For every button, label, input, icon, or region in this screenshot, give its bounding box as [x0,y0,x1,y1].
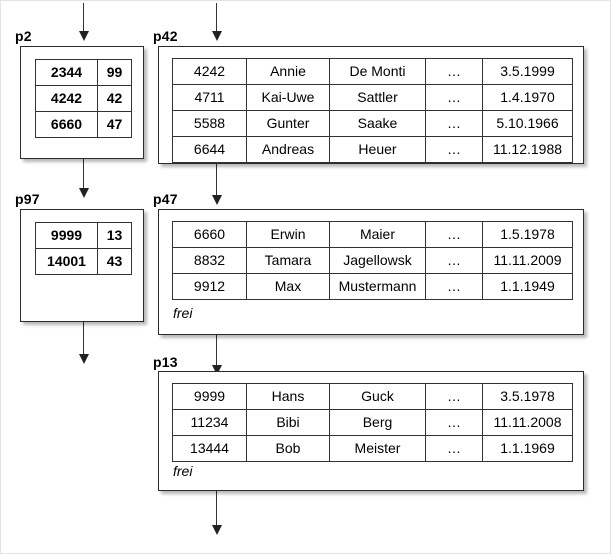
cell-firstname: Erwin [246,221,330,248]
table-row[interactable]: 4242 42 [35,85,132,112]
node-p2[interactable]: 2344 99 4242 42 6660 47 [20,46,144,159]
cell-date: 1.5.1978 [482,221,573,248]
cell-lastname: Meister [329,435,426,462]
table-p97: 9999 13 14001 43 [35,222,132,275]
arrow-p47-to-p13 [211,334,222,375]
node-label-p47: p47 [153,191,178,207]
cell-key: 2344 [35,59,98,86]
cell-date: 1.4.1970 [482,84,573,111]
cell-id: 11234 [172,409,247,436]
table-row[interactable]: 8832 Tamara Jagellowsk … 11.11.2009 [172,247,573,274]
cell-pointer: 43 [97,248,132,275]
cell-ellipsis: … [425,58,483,85]
cell-pointer: 47 [97,111,132,138]
cell-id: 9999 [172,383,247,410]
table-row[interactable]: 9999 13 [35,222,132,249]
cell-firstname: Gunter [246,110,330,137]
table-p47: 6660 Erwin Maier … 1.5.1978 8832 Tamara … [172,221,573,300]
cell-key: 14001 [35,248,98,275]
cell-ellipsis: … [425,221,483,248]
cell-pointer: 13 [97,222,132,249]
cell-firstname: Max [246,273,330,300]
arrow-p97-out [78,321,89,364]
cell-ellipsis: … [425,273,483,300]
cell-date: 11.12.1988 [482,136,573,163]
cell-lastname: Maier [329,221,426,248]
cell-date: 1.1.1949 [482,273,573,300]
node-p47[interactable]: 6660 Erwin Maier … 1.5.1978 8832 Tamara … [158,209,584,335]
cell-date: 1.1.1969 [482,435,573,462]
node-label-p97: p97 [15,191,40,207]
cell-lastname: Berg [329,409,426,436]
cell-firstname: Kai-Uwe [246,84,330,111]
cell-lastname: Guck [329,383,426,410]
cell-ellipsis: … [425,435,483,462]
table-row[interactable]: 14001 43 [35,248,132,275]
cell-ellipsis: … [425,383,483,410]
node-p42[interactable]: 4242 Annie De Monti … 3.5.1999 4711 Kai-… [158,46,584,164]
table-row[interactable]: 2344 99 [35,59,132,86]
table-row[interactable]: 13444 Bob Meister … 1.1.1969 [172,435,573,462]
cell-lastname: Sattler [329,84,426,111]
cell-pointer: 99 [97,59,132,86]
cell-id: 4711 [172,84,247,111]
cell-id: 6660 [172,221,247,248]
cell-ellipsis: … [425,110,483,137]
table-row[interactable]: 4242 Annie De Monti … 3.5.1999 [172,58,573,85]
cell-firstname: Annie [246,58,330,85]
cell-id: 4242 [172,58,247,85]
cell-lastname: Mustermann [329,273,426,300]
table-row[interactable]: 6644 Andreas Heuer … 11.12.1988 [172,136,573,163]
node-p13[interactable]: 9999 Hans Guck … 3.5.1978 11234 Bibi Ber… [158,371,584,491]
cell-lastname: De Monti [329,58,426,85]
cell-ellipsis: … [425,136,483,163]
table-p13: 9999 Hans Guck … 3.5.1978 11234 Bibi Ber… [172,383,573,462]
table-p42: 4242 Annie De Monti … 3.5.1999 4711 Kai-… [172,58,573,163]
cell-lastname: Saake [329,110,426,137]
cell-id: 6644 [172,136,247,163]
node-label-p42: p42 [153,28,178,44]
free-space-label-p13: frei [173,463,193,479]
node-label-p13: p13 [153,354,178,370]
cell-firstname: Hans [246,383,330,410]
cell-date: 11.11.2008 [482,409,573,436]
node-label-p2: p2 [15,28,32,44]
table-row[interactable]: 11234 Bibi Berg … 11.11.2008 [172,409,573,436]
cell-date: 11.11.2009 [482,247,573,274]
arrow-p2-to-p97 [78,157,89,198]
cell-id: 8832 [172,247,247,274]
table-row[interactable]: 4711 Kai-Uwe Sattler … 1.4.1970 [172,84,573,111]
cell-key: 9999 [35,222,98,249]
table-row[interactable]: 6660 Erwin Maier … 1.5.1978 [172,221,573,248]
cell-ellipsis: … [425,84,483,111]
cell-id: 9912 [172,273,247,300]
arrow-into-p42 [211,3,222,41]
table-row[interactable]: 9999 Hans Guck … 3.5.1978 [172,383,573,410]
cell-date: 3.5.1978 [482,383,573,410]
cell-date: 5.10.1966 [482,110,573,137]
cell-lastname: Heuer [329,136,426,163]
arrow-p13-out [211,490,222,535]
cell-firstname: Andreas [246,136,330,163]
cell-id: 13444 [172,435,247,462]
cell-date: 3.5.1999 [482,58,573,85]
cell-key: 4242 [35,85,98,112]
arrow-into-p2 [78,3,89,41]
cell-firstname: Bob [246,435,330,462]
arrow-p42-to-p47 [211,164,222,205]
cell-ellipsis: … [425,247,483,274]
cell-key: 6660 [35,111,98,138]
cell-ellipsis: … [425,409,483,436]
cell-lastname: Jagellowsk [329,247,426,274]
node-p97[interactable]: 9999 13 14001 43 [20,209,144,322]
cell-pointer: 42 [97,85,132,112]
table-p2: 2344 99 4242 42 6660 47 [35,59,132,138]
cell-firstname: Tamara [246,247,330,274]
cell-id: 5588 [172,110,247,137]
free-space-label-p47: frei [173,305,193,321]
table-row[interactable]: 9912 Max Mustermann … 1.1.1949 [172,273,573,300]
table-row[interactable]: 6660 47 [35,111,132,138]
cell-firstname: Bibi [246,409,330,436]
table-row[interactable]: 5588 Gunter Saake … 5.10.1966 [172,110,573,137]
